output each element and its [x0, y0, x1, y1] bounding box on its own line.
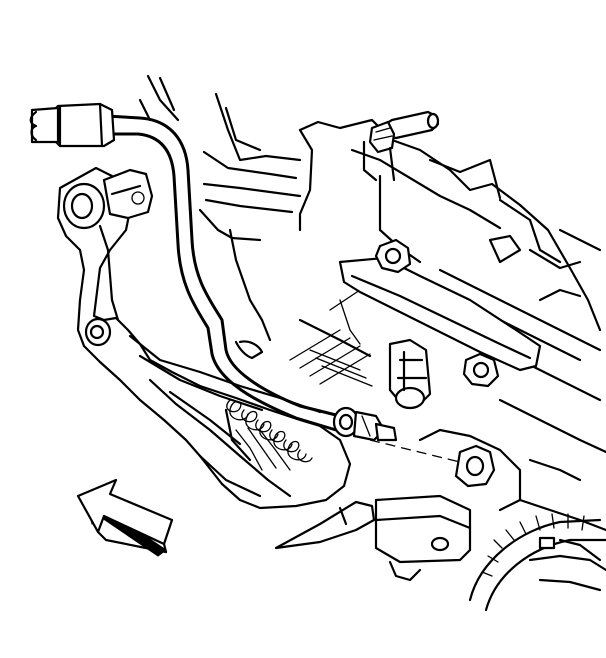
direction-arrow-icon [76, 478, 174, 557]
mount-bracket [56, 166, 352, 510]
harness-strands [234, 289, 391, 387]
upper-bracket [138, 74, 314, 342]
transmission-housing [298, 118, 606, 562]
fuel-line [29, 102, 398, 442]
lower-mount [274, 428, 606, 612]
support-bar [338, 238, 542, 410]
stud-bolt [362, 110, 440, 182]
